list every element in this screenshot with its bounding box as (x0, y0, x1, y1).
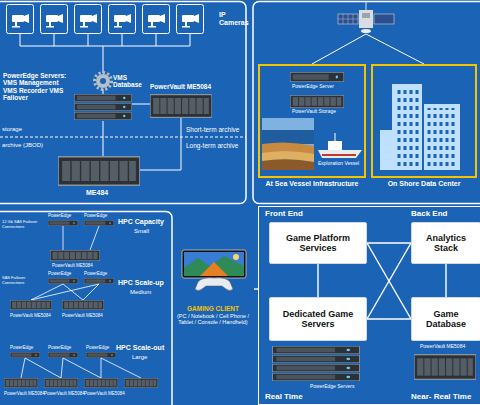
part-label: Medium (130, 289, 151, 296)
connector-line (445, 264, 446, 297)
process-box: Analytics Stack (411, 222, 480, 264)
part-label: PowerEdge (48, 345, 71, 350)
connector-line (317, 264, 318, 297)
process-box: Game Platform Services (269, 222, 367, 264)
part-label: PowerEdge (48, 213, 71, 218)
part-label: HPC Scale-out (116, 344, 164, 352)
connector-line (367, 242, 411, 243)
part-label: PowerEdge (84, 213, 107, 218)
panel-heading: Front End (265, 209, 303, 218)
part-label: PowerEdge (86, 345, 109, 350)
part-label: PowerEdge Servers: VMS Management VMS Re… (3, 72, 73, 102)
part-label: archive (JBOD) (2, 142, 43, 149)
part-label: PowerVault ME5084 (150, 83, 211, 90)
part-label: PowerVault ME5084 (420, 344, 465, 350)
box-label: Game Platform Services (273, 233, 363, 254)
connector-line (367, 243, 411, 319)
part-label: VMS Database (113, 74, 149, 89)
part-label: IP Cameras (219, 11, 249, 27)
part-label: PowerEdge Servers (310, 384, 354, 390)
process-box: Dedicated Game Servers (269, 297, 367, 341)
site-heading: At Sea Vessel Infrastructure (248, 180, 376, 188)
part-label: Large (132, 354, 147, 361)
site-heading: On Shore Data Center (361, 180, 480, 188)
part-label: ME484 (86, 189, 108, 197)
part-label: PowerVault ME5084 (52, 263, 93, 268)
part-label: PowerEdge Server (292, 84, 334, 90)
client-title: GAMING CLIENT (187, 305, 239, 313)
panel-heading: Back End (411, 209, 447, 218)
part-label: PowerVault ME5084 (62, 313, 103, 318)
box-label: Analytics Stack (415, 233, 477, 254)
part-label: HPC Scale-up (118, 279, 164, 287)
part-label: Exploration Vessel (318, 161, 359, 167)
gaming-panel: Front End Back EndReal Time Near- Real Tim… (258, 206, 480, 405)
connector-line (367, 243, 411, 319)
box-label: Dedicated Game Servers (273, 309, 363, 330)
part-label: 12 Gb SAS Failover Connections (2, 220, 44, 229)
part-label: Small (134, 228, 149, 235)
part-label: PowerEdge (84, 271, 107, 276)
part-label: PowerEdge (10, 345, 33, 350)
part-label: Short-term archive (186, 126, 239, 133)
part-label: Long-term archive (186, 142, 238, 149)
part-label: PowerVault ME5084 (10, 313, 51, 318)
panel-heading: Real Time (265, 392, 303, 401)
part-label: PowerVault Storage (292, 109, 336, 115)
box-label: Game Database (415, 309, 477, 330)
part-label: PowerEdge (48, 271, 71, 276)
part-label: HPC Capacity (118, 218, 164, 226)
panel-heading: Near- Real Time (411, 392, 471, 401)
process-box: Game Database (411, 297, 480, 341)
site-box: On Shore Data Center (371, 64, 477, 178)
part-label: PowerVault ME5084 (44, 391, 85, 396)
connector-line (367, 318, 411, 319)
part-label: PowerVault ME5084 (4, 391, 45, 396)
client-devices: (PC / Notebook / Cell Phone / Tablet / C… (172, 313, 254, 326)
part-label: PowerVault ME5084 (84, 391, 125, 396)
client-node: GAMING CLIENT(PC / Notebook / Cell Phone… (172, 250, 254, 328)
part-label: SAS Failover Connections (2, 276, 44, 285)
part-label: storage (2, 126, 22, 133)
